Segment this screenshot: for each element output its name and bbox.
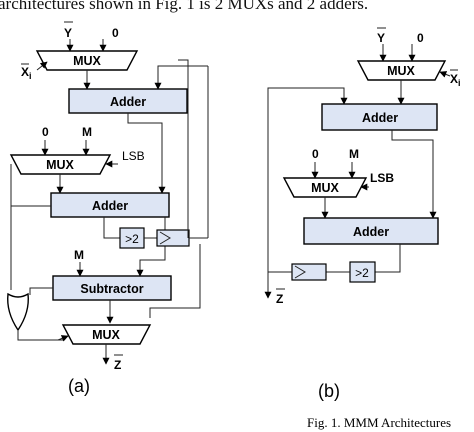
b-adder1-out — [391, 130, 434, 218]
header-text: architectures shown in Fig. 1 is 2 MUXs … — [0, 0, 368, 13]
a-mux1-input-y: Y — [64, 26, 72, 40]
a-caption: (a) — [68, 376, 90, 396]
b-adder1-label: Adder — [362, 111, 398, 125]
a-xi-wire — [36, 61, 48, 71]
a-mux2-input-m: M — [82, 125, 92, 139]
a-mux2 — [9, 154, 112, 175]
b-mux2-input-0: 0 — [312, 147, 319, 161]
b-register-clock — [294, 265, 306, 279]
b-shift-label: >2 — [355, 266, 369, 280]
a-output-z: Z — [114, 358, 121, 372]
a-or-out — [17, 330, 63, 341]
a-or-gate — [7, 292, 29, 332]
b-xi-wire — [439, 71, 451, 78]
a-or-out-arrow — [57, 335, 69, 342]
a-adder2-label: Adder — [92, 199, 128, 213]
b-mux1-input-y: Y — [377, 31, 385, 45]
b-mux2-select: LSB — [370, 171, 394, 185]
a-mux2-label: MUX — [46, 158, 74, 172]
a-shift-label: >2 — [125, 232, 139, 246]
a-mux1-label: MUX — [73, 54, 101, 68]
a-reg-to-mux3 — [149, 244, 201, 318]
a-mux1-input-0: 0 — [112, 26, 119, 40]
figure-caption: Fig. 1. MMM Architectures — [307, 415, 451, 430]
b-mux2 — [282, 177, 368, 198]
b-adder2-label: Adder — [353, 225, 389, 239]
a-adder2-to-shift — [103, 217, 120, 239]
b-caption: (b) — [318, 381, 340, 401]
b-mux1-label: MUX — [387, 64, 415, 78]
b-mux1 — [356, 60, 447, 81]
a-subtractor-label: Subtractor — [80, 282, 143, 296]
diagram-a: Y 0 MUX Xi Adder 0 M MUX LSB Adder — [7, 21, 209, 396]
b-mux1-input-xi: Xi — [450, 72, 461, 88]
a-sub-input-m: M — [74, 248, 84, 262]
a-mux2-select: LSB — [122, 149, 145, 163]
a-sub-borrow-wire — [29, 287, 53, 295]
b-output-z: Z — [276, 292, 283, 306]
a-adder1-out — [127, 113, 163, 193]
a-adder1-label: Adder — [110, 95, 146, 109]
b-mux1-input-0: 0 — [417, 31, 424, 45]
a-mux2-input-0: 0 — [42, 125, 49, 139]
a-feedback-inner — [178, 59, 189, 238]
a-mux3 — [61, 324, 152, 345]
a-register-clock — [159, 231, 171, 245]
b-register — [291, 263, 327, 281]
a-mux1-input-xi: Xi — [21, 65, 32, 81]
b-mux2-input-m: M — [349, 147, 359, 161]
b-adder2-out — [375, 244, 401, 273]
b-adder1 — [321, 103, 438, 131]
a-adder2 — [50, 192, 170, 218]
a-register — [156, 229, 190, 247]
a-feedback-wire-1 — [157, 65, 208, 89]
a-mux3-label: MUX — [92, 328, 120, 342]
diagram-b: Y 0 MUX Xi Adder 0 M MUX LSB Adder > — [264, 27, 461, 401]
b-mux2-label: MUX — [311, 181, 339, 195]
b-adder2 — [303, 217, 439, 245]
